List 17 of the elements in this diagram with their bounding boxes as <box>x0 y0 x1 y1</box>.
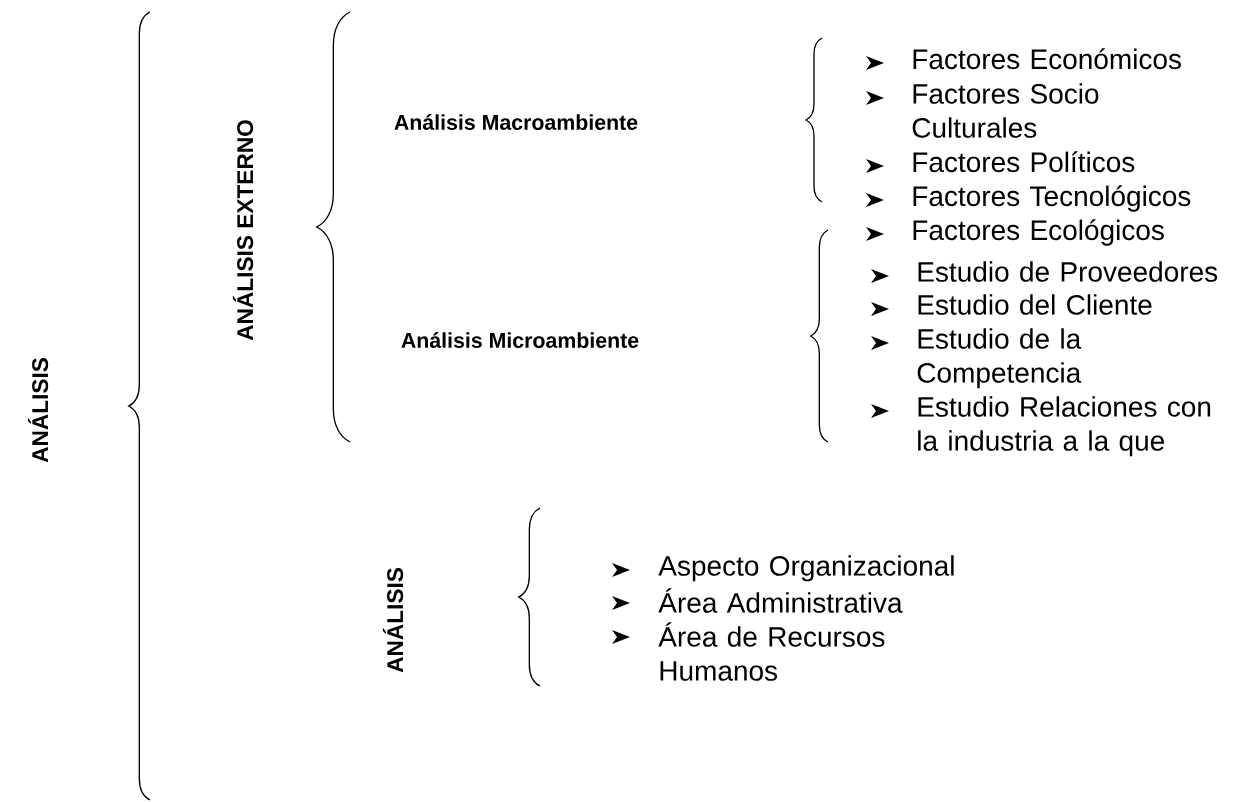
vertical-heading: ANÁLISIS <box>382 568 404 673</box>
section-heading: Análisis Macroambiente <box>394 114 638 130</box>
vertical-heading: ANÁLISIS EXTERNO <box>232 120 254 341</box>
list-item: Factores Políticos <box>913 151 1135 173</box>
list-item: Factores Tecnológicos <box>913 185 1191 212</box>
list-item: Estudio Relaciones con la industria a la que <box>918 396 1211 457</box>
list-item: Estudio de Proveedores <box>918 261 1218 282</box>
list-item: Factores Ecológicos <box>913 219 1164 246</box>
list-item: Factores Socio Culturales <box>912 83 1099 138</box>
list-item: Área Administrativa <box>658 588 903 613</box>
vertical-heading: ANÁLISIS <box>27 358 49 463</box>
section-heading: Análisis Microambiente <box>401 332 639 348</box>
list-item: Estudio de la Competencia <box>917 328 1082 389</box>
list-item: Área de Recursos Humanos <box>658 622 885 681</box>
list-item: Factores Económicos <box>913 48 1181 70</box>
list-item: Estudio del Cliente <box>918 294 1152 315</box>
list-item: Aspecto Organizacional <box>658 555 954 582</box>
